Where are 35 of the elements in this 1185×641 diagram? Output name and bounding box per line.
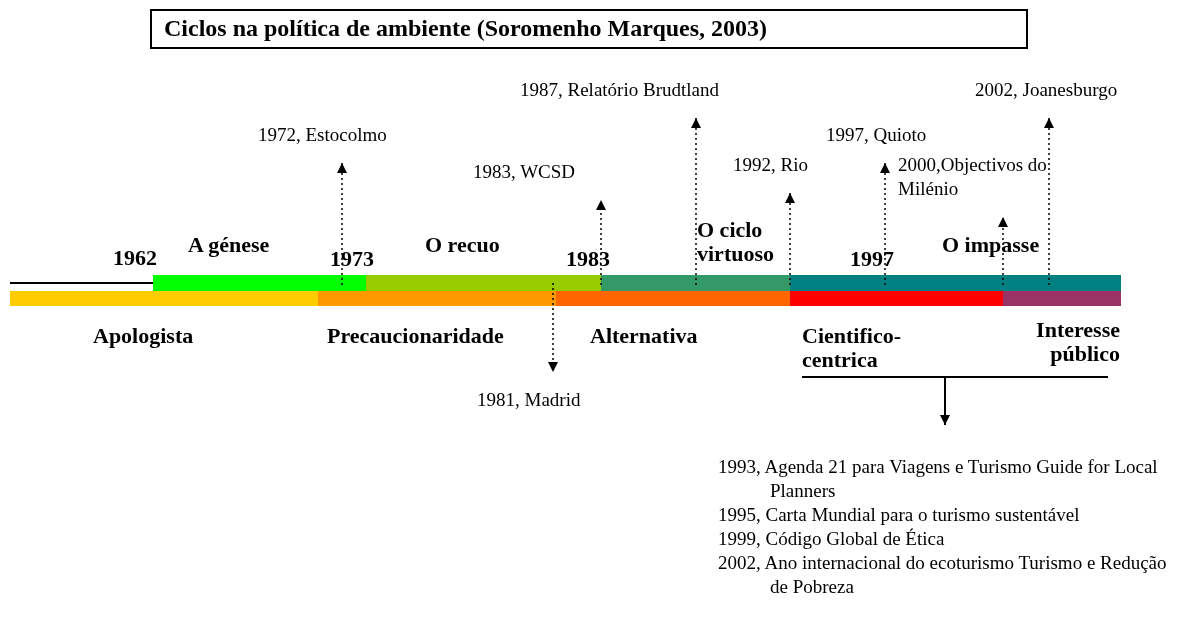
period-label: O impasse (942, 233, 1040, 257)
period-label: 1973 (330, 247, 374, 271)
event-label: 1972, Estocolmo (258, 123, 387, 147)
list-item: 1995, Carta Mundial para o turismo sustentável (718, 503, 1081, 527)
list-item: 1993, Agenda 21 para Viagens e Turismo Guide for Local Planners (718, 455, 1159, 503)
arrow (940, 376, 950, 426)
period-label: O ciclo virtuoso (697, 218, 775, 266)
period-label: Precaucionaridade (327, 324, 504, 348)
period-label: Apologista (93, 324, 194, 348)
period-label: 1983 (566, 247, 610, 271)
event-label: 1981, Madrid (477, 388, 581, 412)
event-label: 2002, Joanesburgo (975, 78, 1118, 102)
arrow (1044, 117, 1054, 286)
period-label: O recuo (425, 233, 500, 257)
arrow (785, 192, 795, 286)
arrow (691, 117, 701, 286)
period-label: 1962 (113, 246, 157, 270)
period-label: Alternativa (590, 324, 698, 348)
event-label: 1992, Rio (733, 153, 808, 177)
list-item: 1999, Código Global de Ética (718, 527, 946, 551)
arrow (880, 162, 890, 286)
period-label: A génese (188, 233, 270, 257)
arrow (337, 162, 347, 286)
arrow (548, 282, 558, 373)
event-label: 1997, Quioto (826, 123, 927, 147)
event-label: 1983, WCSD (473, 160, 576, 184)
event-label: 1987, Relatório Brudtland (520, 78, 719, 102)
arrow (596, 199, 606, 286)
arrow (998, 216, 1008, 286)
list-item: 2002, Ano internacional do ecoturismo Turismo e Redução de Pobreza (718, 551, 1168, 599)
period-label: 1997 (850, 247, 894, 271)
event-label: 2000,Objectivos do Milénio (898, 153, 1048, 201)
period-label: Cientifico-centrica (802, 324, 902, 372)
title: Ciclos na política de ambiente (Soromenho Marques, 2003) (150, 9, 1028, 49)
period-label: Interesse público (1035, 318, 1120, 366)
